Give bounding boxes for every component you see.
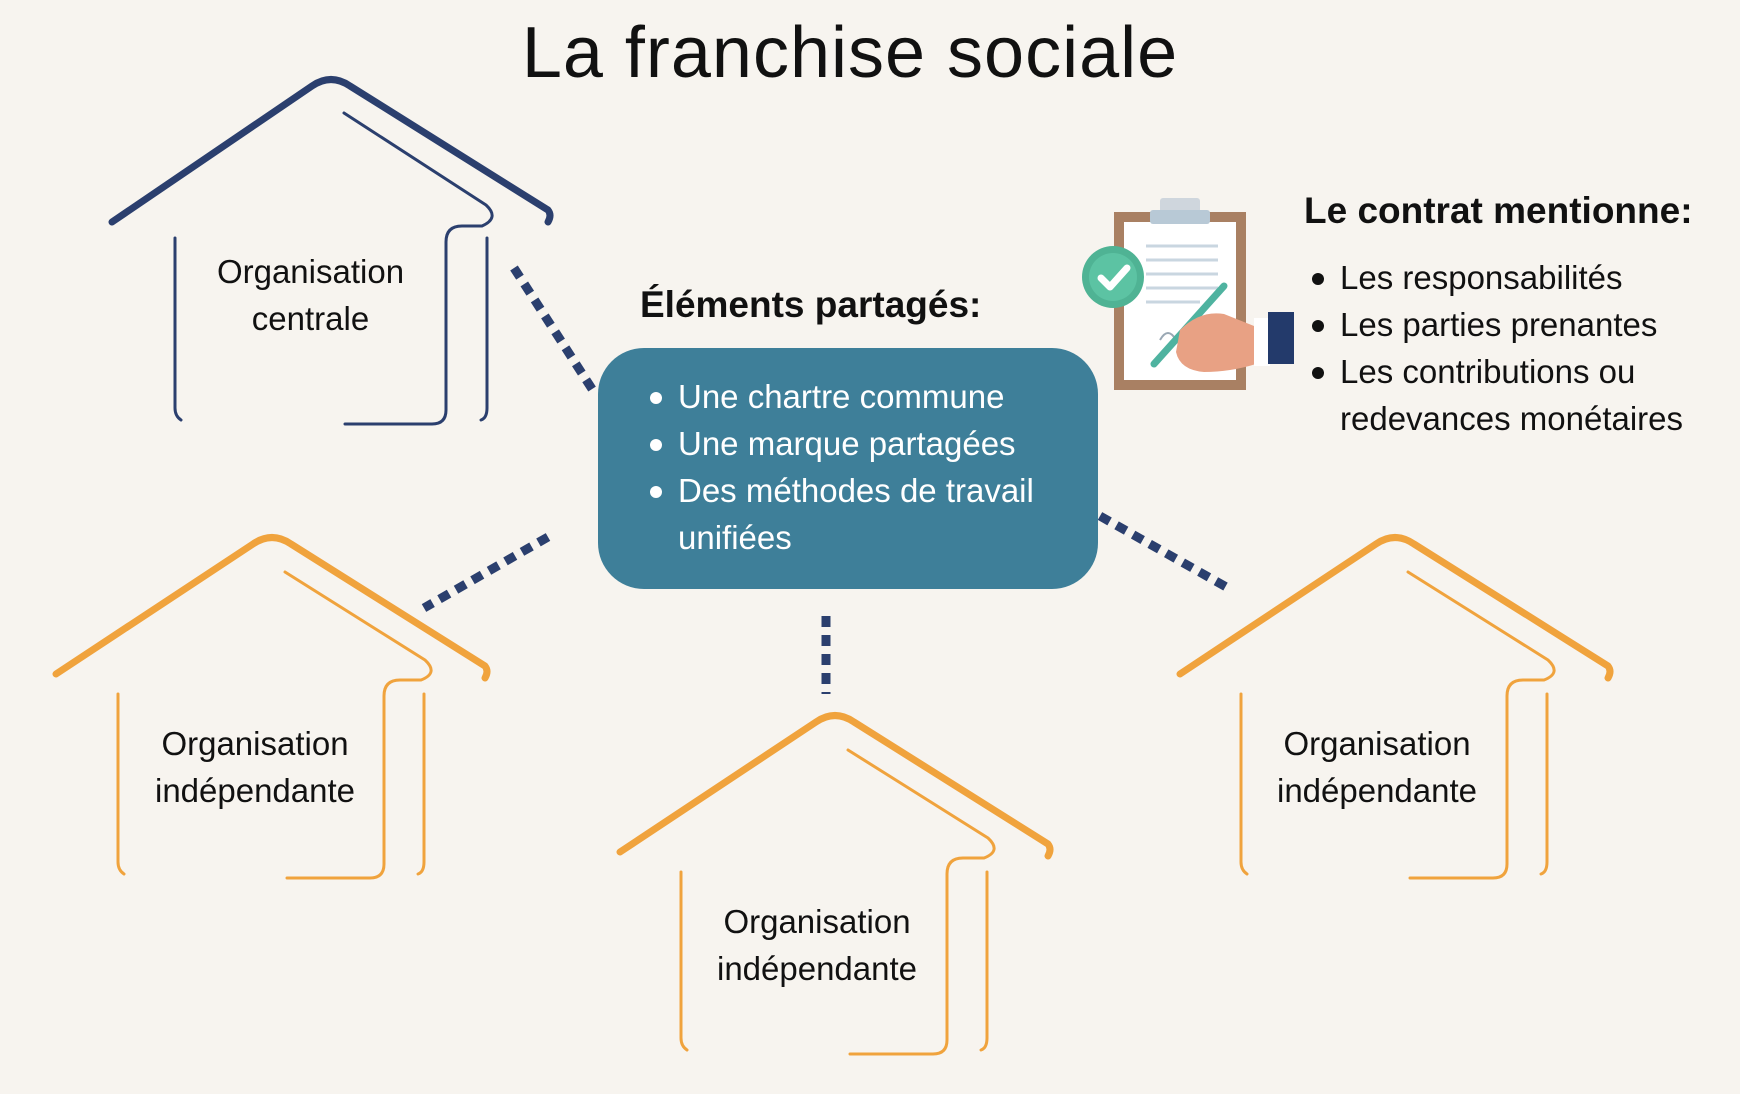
independent-organisation-label: Organisation indépendante	[716, 903, 918, 987]
connector-left	[421, 533, 551, 612]
shared-elements-list: Une chartre commune Une marque partagées…	[650, 373, 1090, 561]
house-independent-right-icon	[1176, 534, 1614, 880]
list-item: Les contributions ou redevances monétair…	[1312, 348, 1732, 442]
connector-right	[1097, 512, 1231, 592]
connectors	[421, 265, 1231, 694]
contract-list: Les responsabilités Les parties prenante…	[1312, 254, 1732, 442]
independent-organisation-label: Organisation indépendante	[1276, 725, 1478, 809]
connector-central	[510, 265, 598, 395]
list-item: Les responsabilités	[1312, 254, 1732, 301]
house-central-icon	[108, 76, 554, 426]
house-independent-bottom-icon	[616, 712, 1054, 1056]
list-item: Des méthodes de travail unifiées	[650, 467, 1090, 561]
shared-elements-box: Une chartre commune Une marque partagées…	[598, 348, 1098, 589]
list-item: Les parties prenantes	[1312, 301, 1732, 348]
list-item: Une marque partagées	[650, 420, 1090, 467]
house-independent-left-icon	[52, 534, 491, 880]
independent-organisation-label: Organisation indépendante	[154, 725, 356, 809]
contract-heading: Le contrat mentionne:	[1304, 190, 1693, 231]
central-organisation-label: Organisation centrale	[216, 253, 405, 337]
list-item: Une chartre commune	[650, 373, 1090, 420]
shared-elements-heading: Éléments partagés:	[640, 284, 982, 325]
page-title: La franchise sociale	[521, 13, 1179, 93]
signed-contract-clipboard-icon	[1082, 198, 1294, 390]
